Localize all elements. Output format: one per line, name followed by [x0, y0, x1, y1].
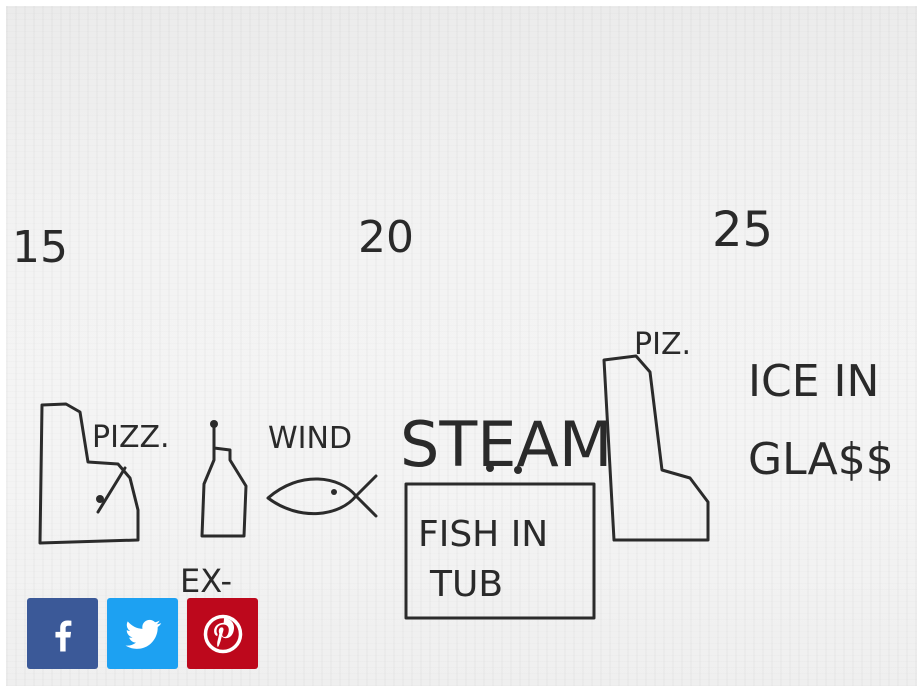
label-tub: TUB	[429, 564, 503, 605]
label-pizz: PIZZ.	[92, 420, 170, 455]
pinterest-icon	[202, 613, 244, 655]
fish-icon	[268, 476, 376, 516]
twitter-share-button[interactable]	[107, 598, 178, 669]
label-steam: STEAM	[400, 408, 612, 481]
label-ice-in: ICE IN	[748, 356, 879, 407]
twitter-icon	[122, 613, 164, 655]
label-ex: EX-	[180, 562, 232, 600]
number-25: 25	[712, 202, 773, 258]
piano-icon	[604, 356, 708, 540]
facebook-icon	[42, 613, 84, 655]
label-wind: WIND	[268, 421, 352, 456]
facebook-share-button[interactable]	[27, 598, 98, 669]
label-fish-in: FISH IN	[418, 514, 548, 555]
number-15: 15	[12, 222, 68, 273]
label-piz: PIZ.	[634, 327, 691, 362]
pinterest-share-button[interactable]	[187, 598, 258, 669]
number-20: 20	[358, 212, 414, 263]
bottle-icon	[202, 420, 246, 536]
label-glass: GLA$$	[748, 434, 894, 485]
